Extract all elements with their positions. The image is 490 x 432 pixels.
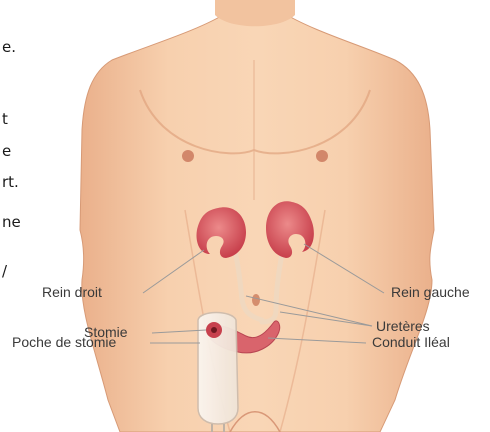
label-poche-de-stomie: Poche de stomie (12, 334, 116, 350)
label-rein-gauche: Rein gauche (391, 284, 470, 300)
label-conduit-ileal: Conduit Iléal (372, 334, 450, 350)
label-rein-droit: Rein droit (42, 284, 102, 300)
label-ureteres: Uretères (376, 318, 430, 334)
nipple-right (182, 150, 194, 162)
navel (252, 294, 260, 306)
torso (80, 7, 434, 432)
nipple-left (316, 150, 328, 162)
stoma-opening (211, 327, 217, 333)
